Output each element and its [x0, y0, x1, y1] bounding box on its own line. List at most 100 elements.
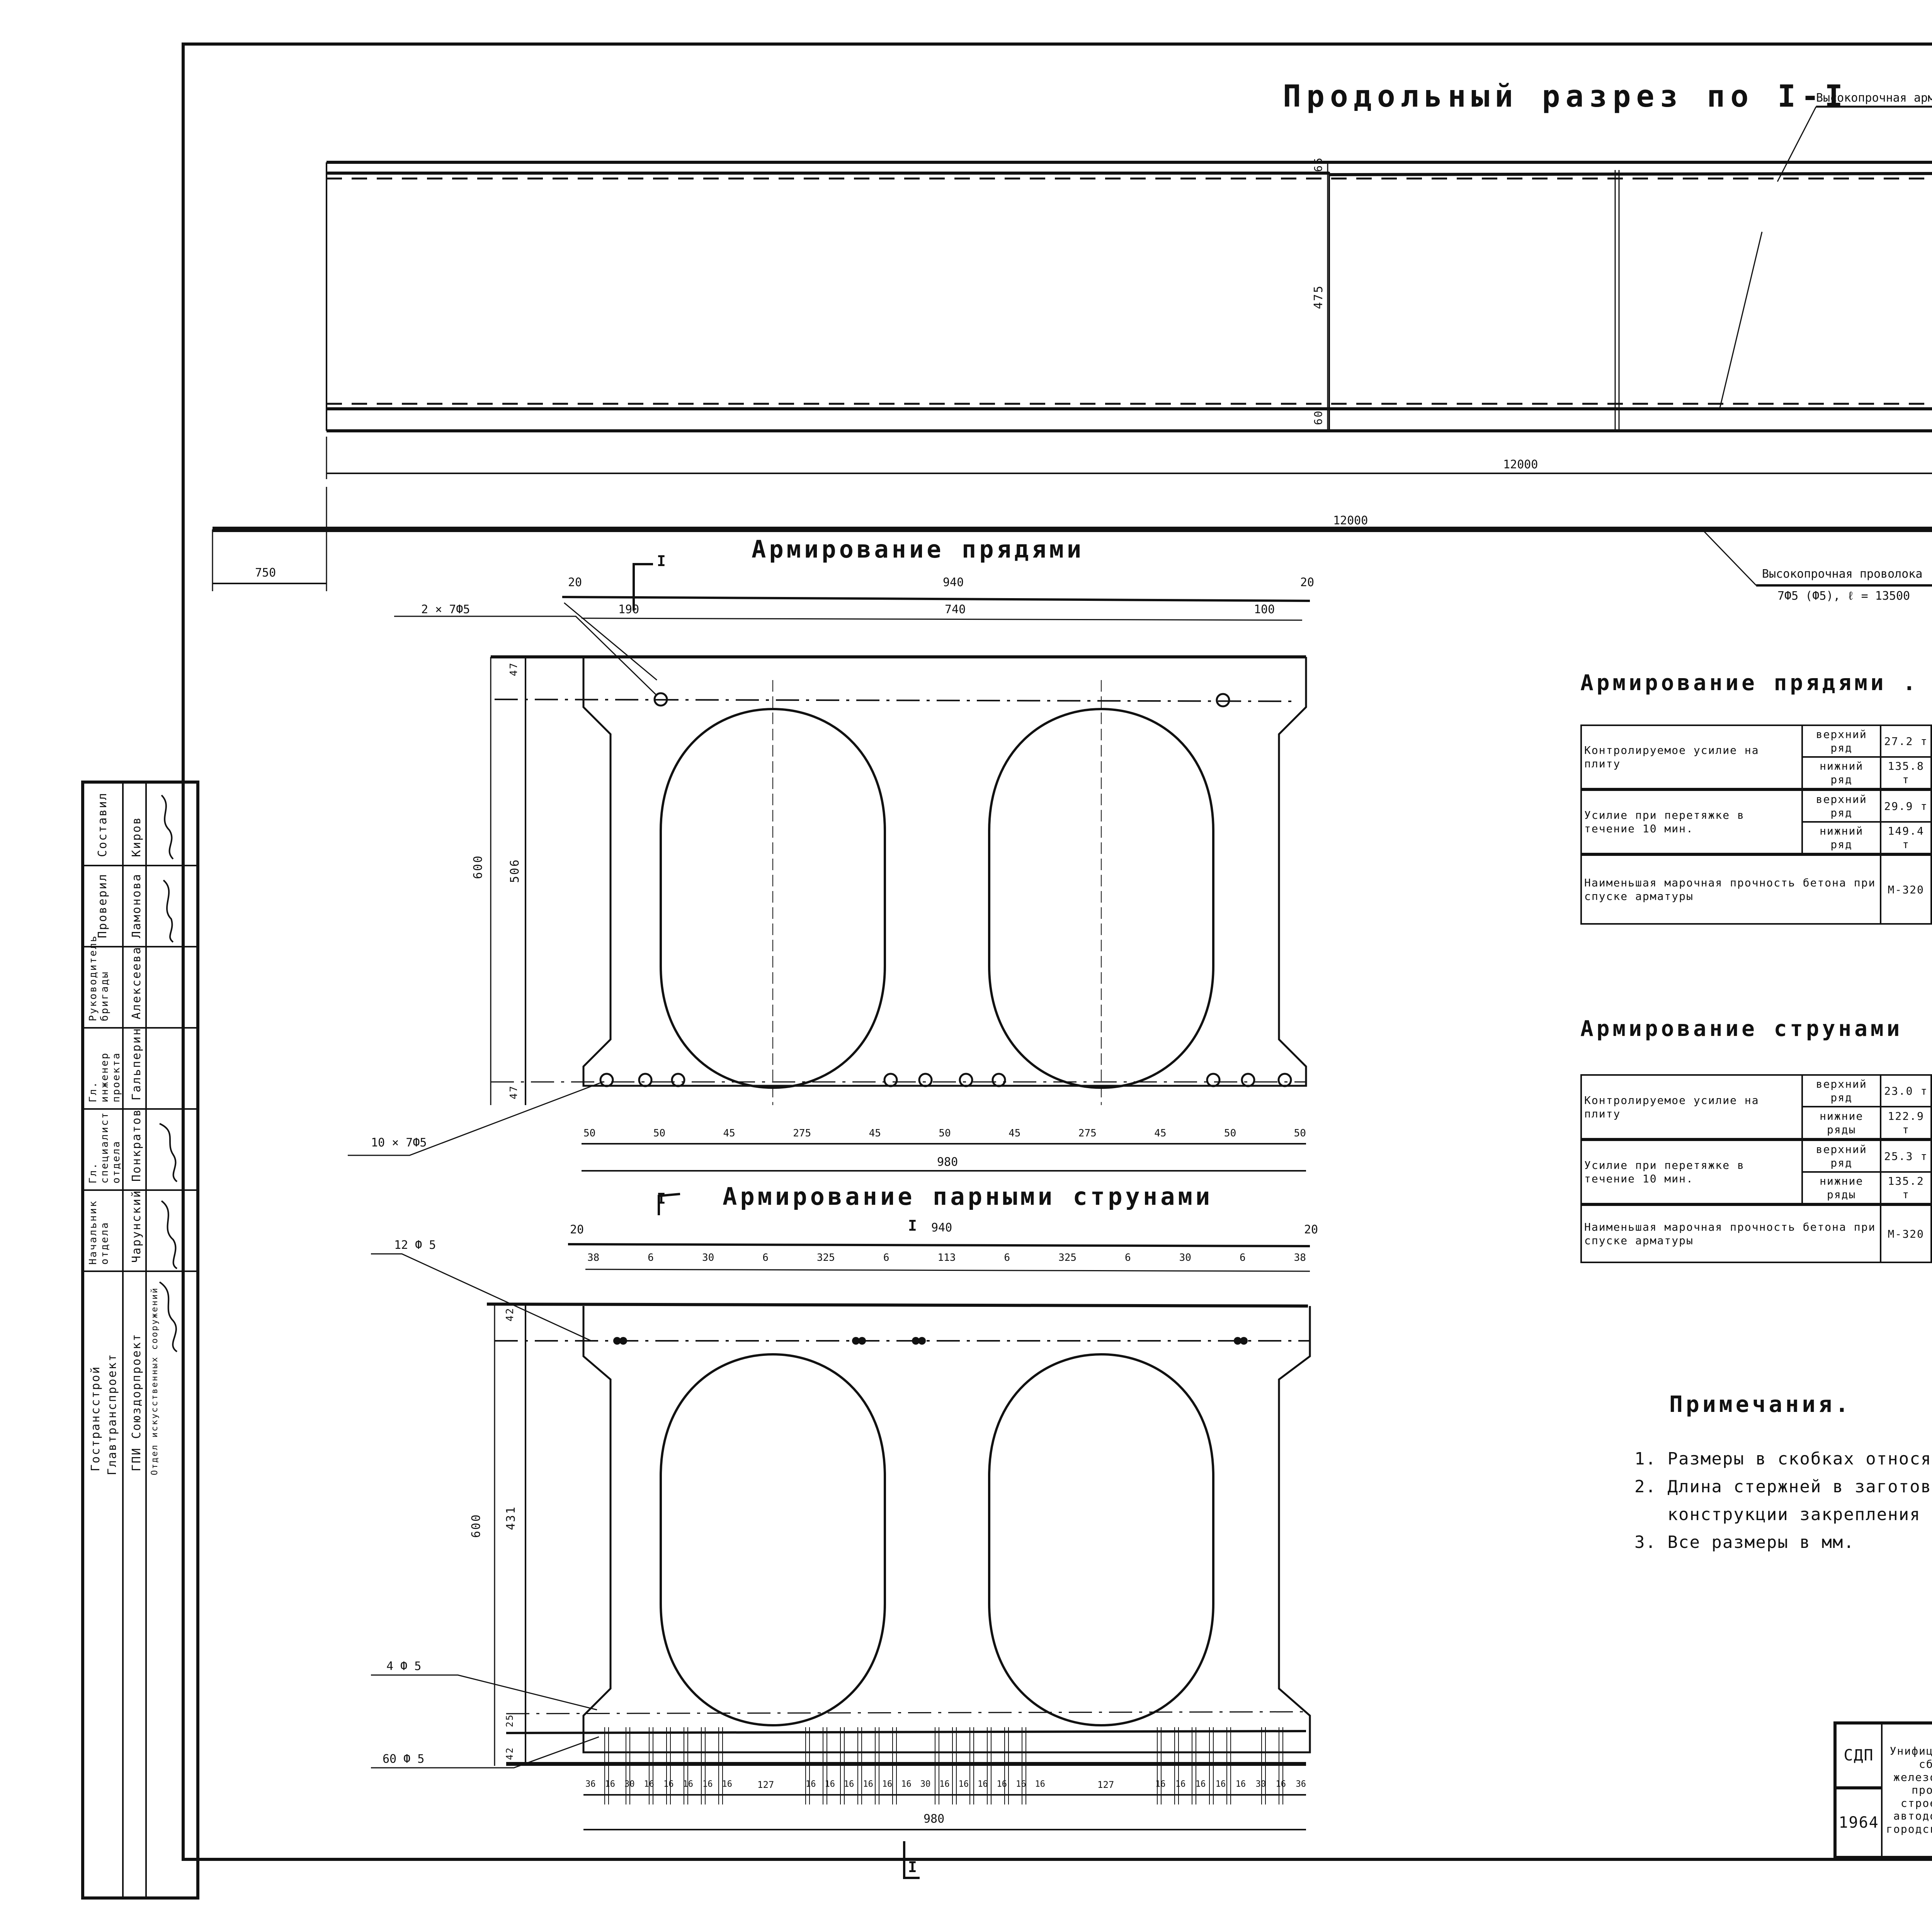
dim: 16	[806, 1779, 816, 1789]
strands-right-chamfer: 20	[1300, 576, 1315, 589]
dim: 16	[939, 1779, 950, 1789]
paired-cut-mark-bottom: I	[657, 1190, 667, 1207]
cell: Наименьшая марочная прочность бетона при…	[1580, 1203, 1882, 1263]
cell: 25.3 т	[1880, 1138, 1932, 1173]
dim: 36	[585, 1779, 596, 1789]
note-item: конструкции закрепления прядей и струн.	[1667, 1505, 1932, 1524]
series-title: Унифицированные сборные железобетонные п…	[1883, 1725, 1932, 1856]
org-code: СДП	[1837, 1725, 1883, 1789]
note-item: 3. Все размеры в мм.	[1634, 1532, 1855, 1552]
approval-stamp: Составил Киров Проверил Ламонова Руковод…	[81, 781, 199, 1900]
dim: 30	[624, 1779, 635, 1789]
cell: верхний ряд	[1801, 1138, 1882, 1173]
dim: 16	[901, 1779, 912, 1789]
paired-top-total: 940	[931, 1221, 952, 1235]
year: 1964	[1837, 1789, 1883, 1856]
cell: нижний ряд	[1801, 821, 1882, 855]
dim: 38	[587, 1252, 600, 1264]
dim: 275	[1078, 1128, 1097, 1139]
dim: 50	[939, 1128, 951, 1139]
strand-forces-table: Контролируемое усилие на плиту верхний р…	[1580, 724, 1932, 925]
dim: 113	[937, 1252, 956, 1264]
dim-slab-length: 12000	[1503, 458, 1538, 471]
cell: 135.8 т	[1880, 756, 1932, 790]
stamp-col-roles	[84, 784, 124, 1896]
paired-bottom-spacing-left: 36 16 30 16 16 16 16 16	[585, 1779, 732, 1789]
cell: Контролируемое усилие на плиту	[1580, 1074, 1803, 1140]
dim: 38	[1294, 1252, 1306, 1264]
dim-left-overhang: 750	[255, 566, 276, 580]
strands-cover-top: 47	[508, 662, 520, 676]
dim: 16	[882, 1779, 893, 1789]
strands-cross-section	[348, 563, 1310, 1172]
cell: верхний ряд	[1801, 724, 1882, 758]
cell: Усилие при перетяжке в течение 10 мин.	[1580, 1138, 1803, 1205]
strand-table-title: Армирование прядями .	[1580, 670, 1919, 696]
paired-height-total: 600	[469, 1513, 483, 1538]
dim: 45	[1009, 1128, 1021, 1139]
paired-cover-mid: 25	[504, 1714, 515, 1727]
paired-section-title: Армирование парными струнами	[723, 1182, 1213, 1211]
paired-right-chamfer: 20	[1304, 1223, 1318, 1236]
longitudinal-section	[212, 105, 1932, 591]
dim: 16	[978, 1779, 988, 1789]
note-item: 2. Длина стержней в заготовке принята ус…	[1634, 1477, 1932, 1497]
note-item: 1. Размеры в скобках относятся к плитам,…	[1634, 1449, 1932, 1469]
stamp-row	[84, 1027, 196, 1110]
dim: 6	[648, 1252, 654, 1264]
dim: 36	[1296, 1779, 1306, 1789]
dim: 45	[723, 1128, 735, 1139]
paired-cross-section	[371, 1193, 1311, 1879]
dim: 16	[1276, 1779, 1286, 1789]
cell: Усилие при перетяжке в течение 10 мин.	[1580, 788, 1803, 855]
cell: нижние ряды	[1801, 1106, 1882, 1140]
dim: 30	[920, 1779, 931, 1789]
dim: 6	[1004, 1252, 1010, 1264]
notes-title: Примечания.	[1669, 1391, 1852, 1417]
paired-left-chamfer: 20	[570, 1223, 584, 1236]
cell: М-320	[1880, 1203, 1932, 1263]
strands-section-title: Армирование прядями	[752, 535, 1085, 563]
strands-height-inner: 506	[508, 858, 522, 883]
strands-height-total: 600	[471, 854, 485, 879]
dim: 16	[958, 1779, 969, 1789]
strands-bottom-total: 980	[937, 1155, 958, 1169]
cell: Контролируемое усилие на плиту	[1580, 724, 1803, 790]
paired-bottom-mid-right: 127	[1097, 1779, 1114, 1790]
paired-cover-bottom: 42	[504, 1747, 515, 1760]
dim: 275	[793, 1128, 811, 1139]
dim-wire-length: 12000	[1333, 514, 1368, 527]
strands-top-spacing-1: 190	[618, 603, 639, 616]
dim: 16	[844, 1779, 854, 1789]
stamp-row	[84, 1189, 196, 1272]
stamp-row	[84, 865, 196, 947]
string-forces-table: Контролируемое усилие на плиту верхний р…	[1580, 1074, 1932, 1263]
cell: 27.2 т	[1880, 724, 1932, 758]
wire-spec: 7Ф5 (Ф5), ℓ = 13500	[1777, 589, 1910, 603]
stamp-col-names	[122, 784, 147, 1896]
paired-cut-mark-lower: I	[908, 1859, 918, 1876]
dim: 16	[1175, 1779, 1186, 1789]
strands-cut-mark: I	[657, 553, 667, 570]
cell: нижний ряд	[1801, 756, 1882, 790]
cell: 29.9 т	[1880, 788, 1932, 823]
dim: 16	[663, 1779, 674, 1789]
paired-bottom-spacing-center: 16 16 16 16 16 16 30 16 16 16 16 16 16	[806, 1779, 1045, 1789]
cell: 149.4 т	[1880, 821, 1932, 855]
dim: 6	[883, 1252, 889, 1264]
dim-mid-height: 475	[1312, 284, 1325, 309]
high-strength-wire-label: Высокопрочная проволока	[1762, 567, 1923, 581]
dim: 50	[1294, 1128, 1306, 1139]
dim: 16	[683, 1779, 694, 1789]
dim: 16	[702, 1779, 713, 1789]
cell: верхний ряд	[1801, 1074, 1882, 1107]
cell: 23.0 т	[1880, 1074, 1932, 1107]
paired-cover-top: 42	[504, 1307, 516, 1321]
dim: 50	[583, 1128, 596, 1139]
notes-list: 1. Размеры в скобках относятся к плитам,…	[1634, 1445, 1932, 1556]
dim: 45	[1154, 1128, 1167, 1139]
title-block: СДП 1964 Унифицированные сборные железоб…	[1833, 1721, 1932, 1859]
dim: 16	[1215, 1779, 1226, 1789]
dim: 6	[762, 1252, 769, 1264]
paired-height-inner: 431	[504, 1505, 518, 1530]
